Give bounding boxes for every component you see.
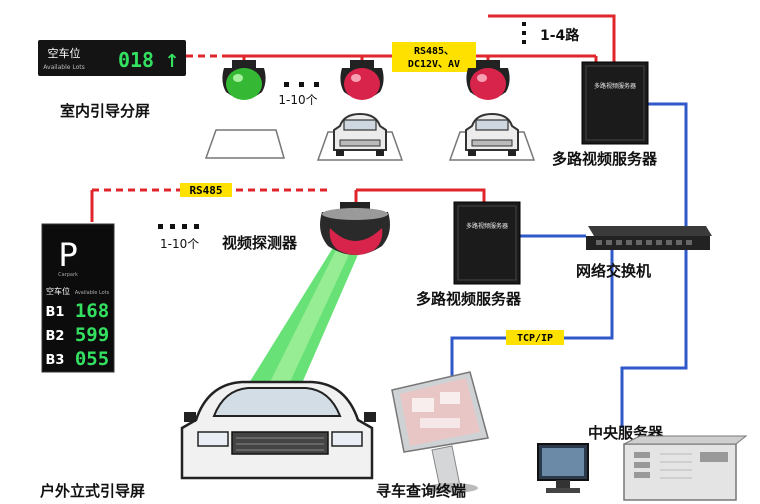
label-count-b: 1-10个 — [160, 237, 199, 251]
detector-beam-core — [258, 246, 352, 412]
dots-ways — [522, 22, 526, 44]
sensor-red-1 — [340, 60, 384, 100]
dots-top — [284, 82, 319, 87]
pylon-title-cn: 空车位 — [46, 286, 70, 296]
label-ways: 1-4路 — [540, 27, 580, 44]
label-count-a: 1-10个 — [278, 93, 317, 107]
parking-bay-car-2 — [448, 112, 536, 161]
server-mid-panel-text: 多路视频服务器 — [466, 222, 508, 230]
tag-rs485-mid: RS485 — [180, 183, 232, 197]
pylon-count-b3: 055 — [75, 348, 109, 370]
pylon-level-b2: B2 — [46, 329, 65, 344]
pylon-count-b1: 168 — [75, 300, 109, 322]
label-kiosk: 寻车查询终端 — [376, 482, 466, 500]
tag-rs485-top: RS485、 DC12V、AV — [392, 42, 476, 72]
up-arrow-icon: ↑ — [164, 51, 179, 72]
car-front — [180, 380, 376, 480]
sensor-green — [222, 60, 266, 100]
pylon-sub: Carpark — [58, 272, 78, 278]
server-top-panel-text: 多路视频服务器 — [594, 82, 636, 90]
central-server — [537, 435, 748, 501]
detector-bus — [356, 188, 486, 204]
label-indoor-screen: 室内引导分屏 — [60, 102, 150, 120]
server-top-riser — [488, 14, 616, 64]
tag-tcpip: TCP/IP — [506, 330, 564, 345]
sensor-red-2 — [466, 60, 510, 100]
label-server-mid: 多路视频服务器 — [416, 290, 522, 308]
server-top: 多路视频服务器 — [581, 61, 649, 145]
tag-mid-text: RS485 — [189, 184, 222, 197]
parking-bay-car-1 — [316, 112, 404, 161]
label-detector: 视频探测器 — [222, 234, 298, 252]
pylon-title-en: Available Lots — [75, 290, 110, 296]
label-switch: 网络交换机 — [576, 262, 651, 280]
outdoor-guidance-pylon: P Carpark 空车位 Available Lots B1 168 B2 5… — [41, 223, 115, 373]
tag-top-line2: DC12V、AV — [408, 59, 460, 70]
server-middle: 多路视频服务器 — [453, 201, 521, 285]
indoor-title-en: Available Lots — [43, 64, 84, 71]
pylon-count-b2: 599 — [75, 324, 109, 346]
server-top-to-switch — [648, 102, 688, 226]
label-outdoor: 户外立式引导屏 — [40, 482, 145, 500]
network-switch — [586, 226, 712, 250]
tag-top-line1: RS485、 — [414, 46, 454, 57]
tag-tcp-text: TCP/IP — [517, 333, 553, 344]
dots-mid — [158, 224, 199, 229]
pylon-level-b1: B1 — [46, 305, 65, 320]
switch-to-central — [620, 250, 688, 428]
label-server-top: 多路视频服务器 — [552, 150, 658, 168]
indoor-count: 018 — [118, 48, 154, 72]
indoor-title-cn: 空车位 — [48, 46, 81, 60]
query-kiosk — [391, 371, 489, 493]
video-detector — [320, 202, 390, 255]
parking-bay-empty — [204, 129, 285, 159]
indoor-guidance-screen: 空车位 Available Lots 018 ↑ — [38, 40, 186, 76]
pylon-level-b3: B3 — [46, 353, 65, 368]
parking-p-icon: P — [58, 236, 77, 274]
